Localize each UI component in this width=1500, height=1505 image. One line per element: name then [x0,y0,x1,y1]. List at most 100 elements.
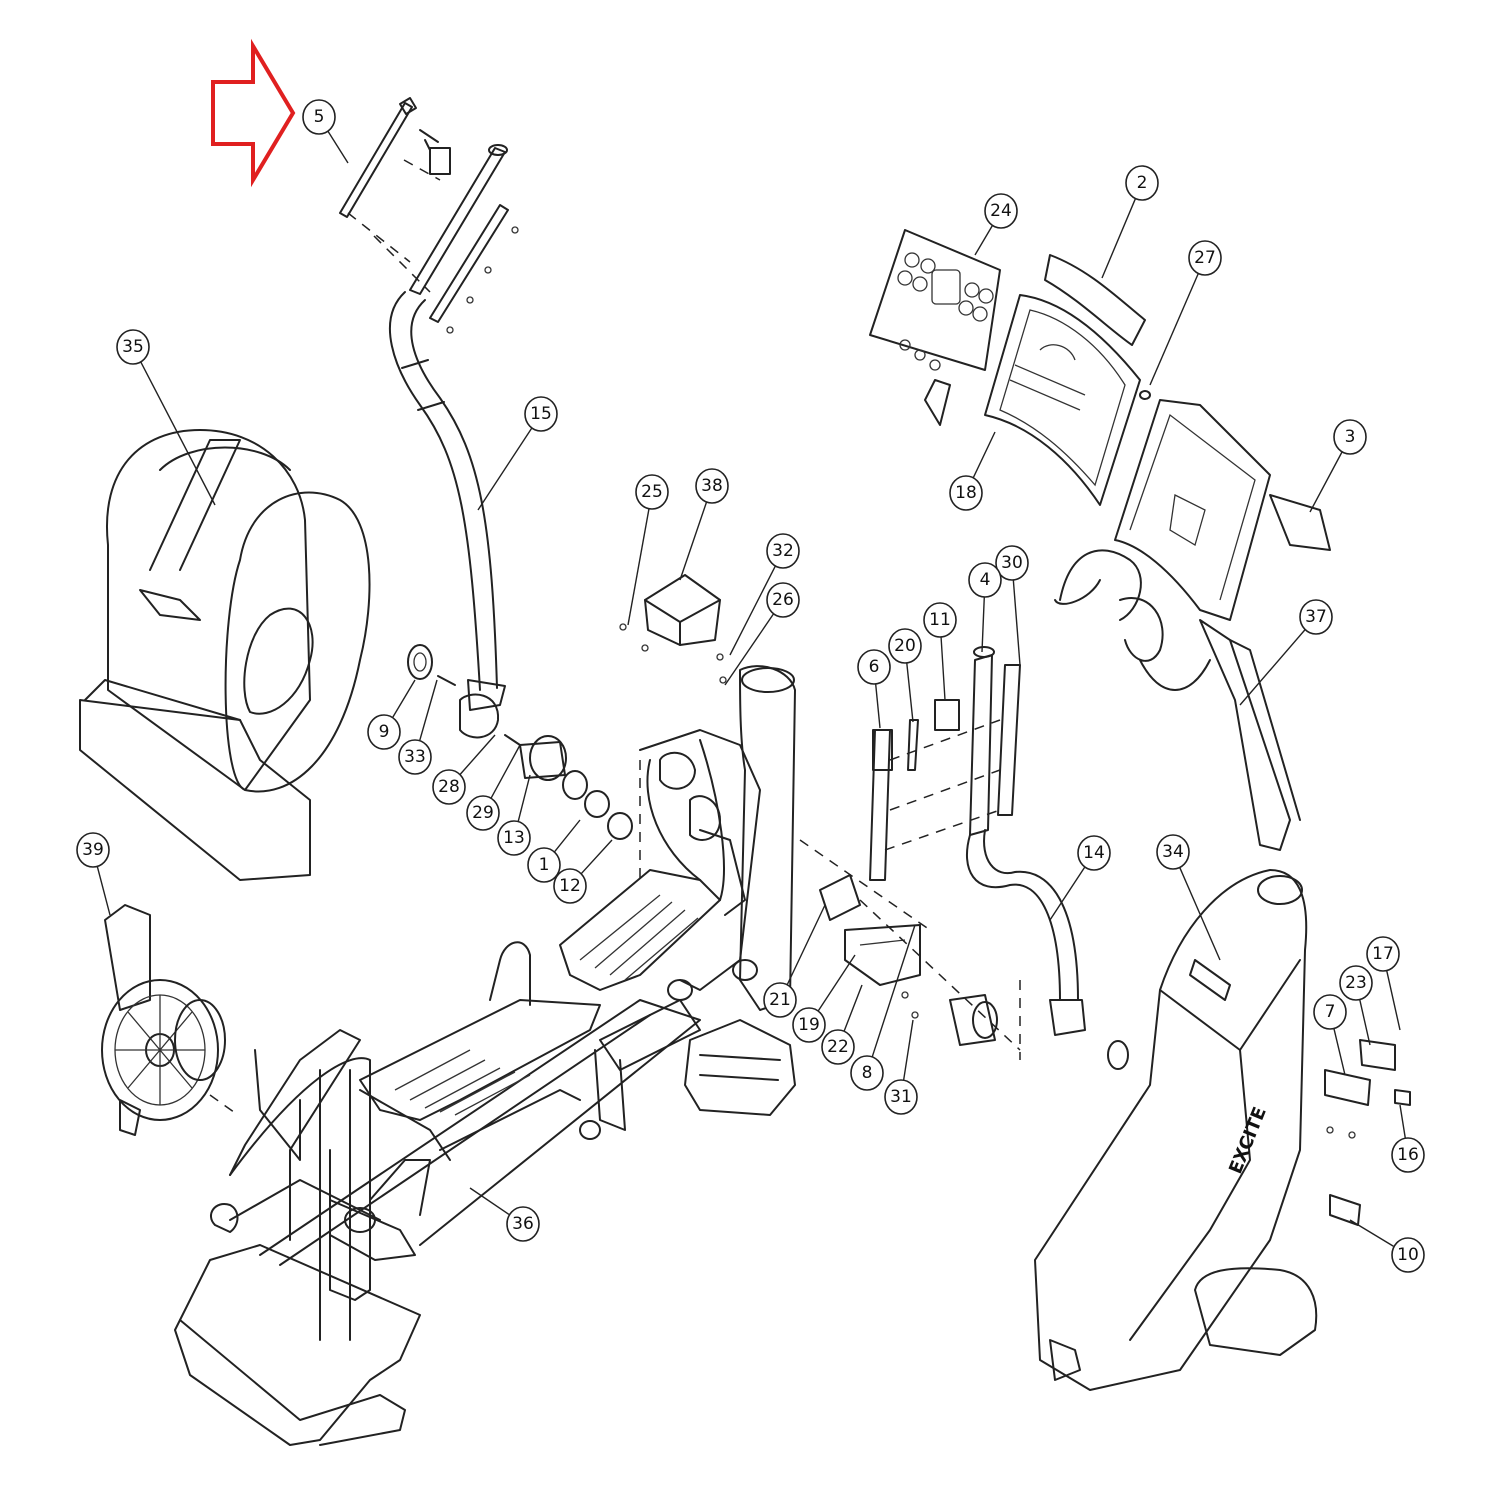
callout-bubble-14 [1077,835,1111,871]
callout-1: 1 [527,847,561,883]
callout-36: 36 [506,1206,540,1242]
leader-line-33 [418,679,438,741]
callout-bubble-7 [1313,994,1347,1030]
leader-line-28 [459,734,496,775]
callout-35: 35 [116,329,150,365]
callout-15: 15 [524,396,558,432]
leader-line-14 [1049,866,1086,921]
callout-number-25: 25 [641,482,663,502]
leader-line-25 [627,508,650,626]
callout-number-17: 17 [1372,944,1394,964]
callout-number-21: 21 [769,990,791,1010]
leader-line-11 [940,636,946,701]
callout-19: 19 [792,1007,826,1043]
callout-bubble-5 [302,99,336,135]
callout-bubble-6 [857,649,891,685]
callout-bubble-4 [968,562,1002,598]
highlight-arrow [211,38,296,188]
callout-37: 37 [1299,599,1333,635]
callout-38: 38 [695,468,729,504]
callout-bubble-37 [1299,599,1333,635]
callout-23: 23 [1339,965,1373,1001]
leader-line-6 [874,683,881,729]
callout-number-30: 30 [1001,553,1023,573]
callout-bubble-33 [398,739,432,775]
callout-number-36: 36 [512,1214,534,1234]
leader-line-19 [817,954,856,1012]
part-small-electrical [1324,1039,1411,1226]
leader-line-35 [140,361,216,506]
part-handle-tube-assembly [339,97,519,334]
callout-11: 11 [923,602,957,638]
callout-bubble-13 [497,820,531,856]
callout-32: 32 [766,533,800,569]
leader-line-38 [679,501,708,581]
callout-20: 20 [888,628,922,664]
leader-line-31 [902,1019,914,1081]
leader-line-12 [580,839,613,874]
part-center-bracket [799,839,1021,1051]
callout-bubble-29 [466,795,500,831]
callout-5: 5 [302,99,336,135]
callout-28: 28 [432,769,466,805]
callout-bubble-30 [995,545,1029,581]
leader-line-34 [1179,867,1221,961]
leader-line-36 [469,1187,510,1216]
callout-number-5: 5 [314,107,325,127]
part-rear-shroud [79,429,371,881]
callout-bubble-15 [524,396,558,432]
callout-number-1: 1 [539,855,550,875]
callout-bubble-26 [766,582,800,618]
leader-line-23 [1359,999,1371,1046]
callout-bubble-27 [1188,240,1222,276]
callout-number-31: 31 [890,1087,912,1107]
callout-number-12: 12 [559,876,581,896]
part-flywheel-generator [101,904,239,1136]
leader-line-8 [871,924,916,1058]
callout-bubble-34 [1156,834,1190,870]
callout-number-28: 28 [438,777,460,797]
callout-bubble-10 [1391,1237,1425,1273]
leader-line-17 [1386,970,1401,1031]
callout-number-23: 23 [1345,973,1367,993]
callout-33: 33 [398,739,432,775]
callout-number-33: 33 [404,747,426,767]
leader-line-39 [96,866,111,916]
callout-29: 29 [466,795,500,831]
callout-bubble-1 [527,847,561,883]
callout-26: 26 [766,582,800,618]
callout-number-35: 35 [122,337,144,357]
leader-line-30 [1012,579,1021,666]
callout-number-26: 26 [772,590,794,610]
callout-12: 12 [553,868,587,904]
leader-line-7 [1333,1028,1346,1076]
leader-line-10 [1349,1219,1394,1247]
callout-bubble-9 [367,714,401,750]
callout-27: 27 [1188,240,1222,276]
callout-bubble-32 [766,533,800,569]
callout-number-38: 38 [701,476,723,496]
callout-bubble-12 [553,868,587,904]
callout-number-37: 37 [1305,607,1327,627]
callout-number-4: 4 [980,570,991,590]
callout-6: 6 [857,649,891,685]
callout-bubble-19 [792,1007,826,1043]
callout-22: 22 [821,1029,855,1065]
part-right-tubes [869,646,1021,881]
callout-number-22: 22 [827,1037,849,1057]
callout-bubble-11 [923,602,957,638]
callout-bubble-35 [116,329,150,365]
leader-line-15 [477,427,533,511]
part-console-housing [1114,399,1331,621]
callout-bubble-25 [635,474,669,510]
callout-number-14: 14 [1083,843,1105,863]
callout-number-9: 9 [379,722,390,742]
leader-line-9 [392,679,416,718]
leader-line-2 [1101,198,1137,279]
leader-line-3 [1309,451,1343,513]
callout-number-16: 16 [1397,1145,1419,1165]
callout-2: 2 [1125,165,1159,201]
callout-bubble-31 [884,1079,918,1115]
callout-bubble-22 [821,1029,855,1065]
